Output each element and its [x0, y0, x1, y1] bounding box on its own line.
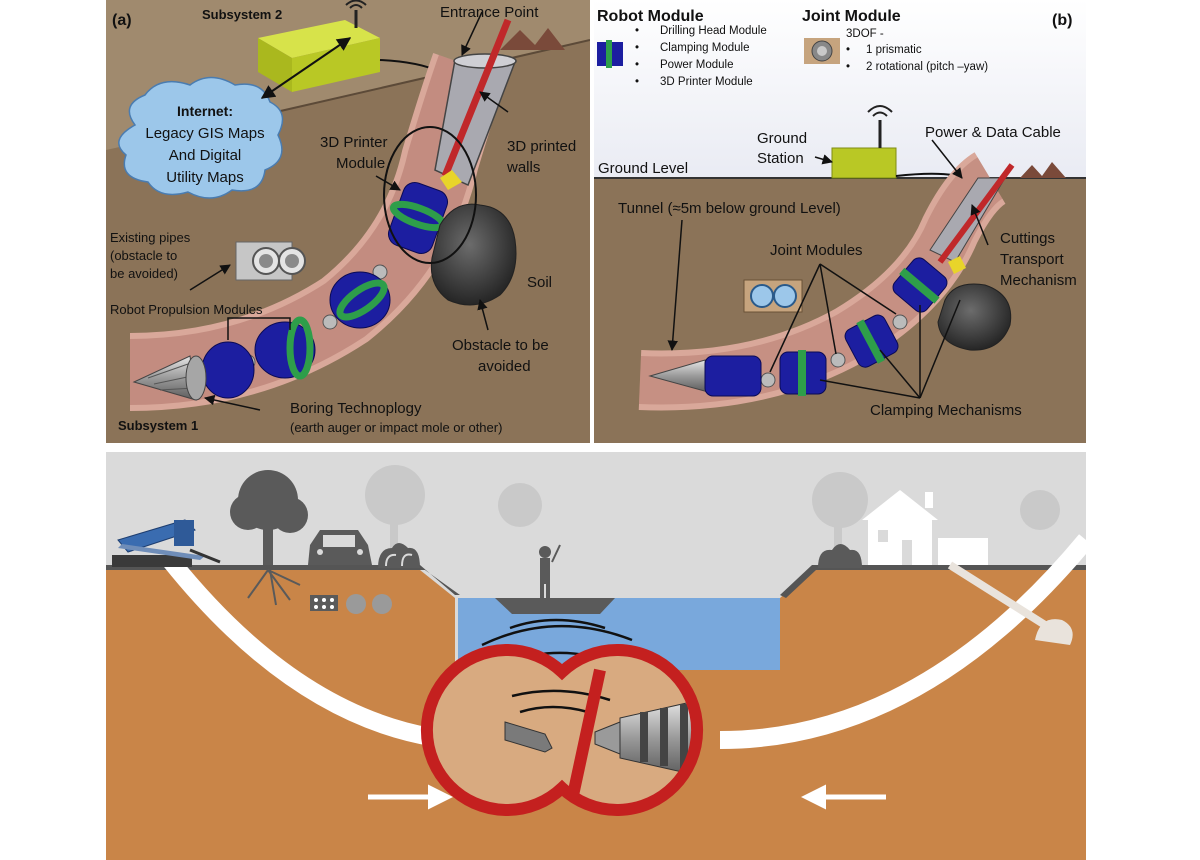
module-3: [329, 271, 391, 329]
joint-item-2: 2 rotational (pitch –yaw): [866, 61, 988, 73]
clamping-label: Clamping Mechanisms: [870, 402, 1022, 419]
panel-a: (a) Subsystem 2 Entrance Point Internet:…: [106, 0, 590, 443]
svg-text:•: •: [846, 61, 850, 73]
internet-label: Internet: Legacy GIS Maps And Digital Ut…: [145, 103, 264, 186]
cuttings-line-3: Mechanism: [1000, 272, 1077, 289]
svg-text:•: •: [635, 42, 639, 54]
utility-pipes: [310, 594, 392, 614]
svg-text:•: •: [846, 44, 850, 56]
module-b-1: [704, 355, 762, 397]
svg-text:•: •: [635, 76, 639, 88]
tree: [230, 470, 308, 606]
cuttings-line-2: Transport: [1000, 251, 1064, 268]
background-trees: [365, 465, 1060, 560]
subsystem-2-label: Subsystem 2: [202, 7, 282, 22]
joint-module-legend: [804, 38, 840, 64]
panel-c: [106, 452, 1086, 860]
rock-obstacle: [430, 203, 517, 306]
joint-item-1: 1 prismatic: [866, 44, 922, 56]
existing-pipes: [235, 241, 306, 281]
prohibit-slash: [566, 668, 606, 802]
printer-module-line-1: 3D Printer: [320, 134, 388, 151]
internet-line-3: And Digital: [169, 147, 242, 164]
internet-line-4: Utility Maps: [166, 169, 244, 186]
house: [862, 490, 988, 565]
boat: [495, 544, 615, 614]
septic-tank: [1035, 619, 1073, 645]
robot-module-title: Robot Module: [597, 8, 704, 25]
subsystem-1-label: Subsystem 1: [118, 418, 198, 433]
bushes-left: [378, 543, 420, 568]
obstacle-line-1: Obstacle to be: [452, 337, 549, 354]
ground-station-line-2: Station: [757, 150, 804, 167]
highlight-ellipse: [383, 126, 477, 264]
red-cable: [441, 18, 512, 178]
internet-line-1: Internet:: [177, 103, 233, 119]
existing-pipes-line-2: (obstacle to: [110, 248, 177, 263]
ground-line: [249, 39, 590, 119]
internet-line-2: Legacy GIS Maps: [145, 125, 264, 142]
svg-text:•: •: [635, 59, 639, 71]
existing-pipes-line-1: Existing pipes: [110, 230, 191, 245]
robot-module-legend: [597, 40, 623, 68]
robot-item-1: Drilling Head Module: [660, 25, 767, 37]
ground-station-line-1: Ground: [757, 130, 807, 147]
bushes-right: [818, 544, 862, 568]
printed-walls-line-2: walls: [506, 159, 540, 176]
panel-a-tag: (a): [112, 12, 132, 29]
power-cable-label: Power & Data Cable: [925, 124, 1061, 141]
ground-station-b: [831, 147, 897, 179]
obstacle-line-2: avoided: [478, 358, 531, 375]
module-2: [254, 316, 316, 380]
internet-cloud: [118, 76, 284, 199]
module-1: [201, 341, 255, 399]
svg-text:•: •: [635, 25, 639, 37]
module-b-3: [844, 314, 899, 368]
robot-item-3: Power Module: [660, 59, 734, 71]
module-b-4: [892, 257, 948, 313]
robot-module-items: • Drilling Head Module • Clamping Module…: [635, 25, 767, 88]
wifi-icon-b: [867, 105, 893, 148]
drill-head: [132, 355, 207, 401]
ground-level-label: Ground Level: [598, 160, 688, 177]
existing-pipes-line-3: be avoided): [110, 266, 178, 281]
drilling-rig: [112, 519, 221, 567]
wifi-icon: [345, 0, 367, 28]
entrance-point-label: Entrance Point: [440, 4, 539, 21]
dirt-mound-b: [1020, 162, 1066, 178]
boring-line-1: Boring Technoplogy: [290, 400, 422, 417]
rock-obstacle-b: [937, 283, 1012, 351]
joint-dof: 3DOF -: [846, 28, 884, 40]
cuttings-line-1: Cuttings: [1000, 230, 1055, 247]
car: [308, 530, 372, 565]
existing-pipes-b: [743, 279, 803, 313]
printer-module-line-2: Module: [336, 155, 385, 172]
panel-b: Robot Module • Drilling Head Module • Cl…: [594, 0, 1086, 443]
printer-nozzle: [440, 170, 462, 190]
robot-item-4: 3D Printer Module: [660, 76, 753, 88]
tunnel-label: Tunnel (≈5m below ground Level): [618, 200, 841, 217]
boring-line-2: (earth auger or impact mole or other): [290, 420, 502, 435]
panel-b-tag: (b): [1052, 12, 1072, 29]
dirt-mound: [500, 28, 565, 50]
joint-module-title: Joint Module: [802, 8, 901, 25]
robot-item-2: Clamping Module: [660, 42, 750, 54]
joint-modules-label: Joint Modules: [770, 242, 863, 259]
magnified-inset: [420, 644, 704, 816]
module-b-2: [779, 350, 827, 396]
joints-b: [760, 314, 908, 388]
propulsion-label: Robot Propulsion Modules: [110, 302, 263, 317]
printed-walls-line-1: 3D printed: [507, 138, 576, 155]
sewer-line: [947, 561, 1048, 629]
soil-label: Soil: [527, 274, 552, 291]
